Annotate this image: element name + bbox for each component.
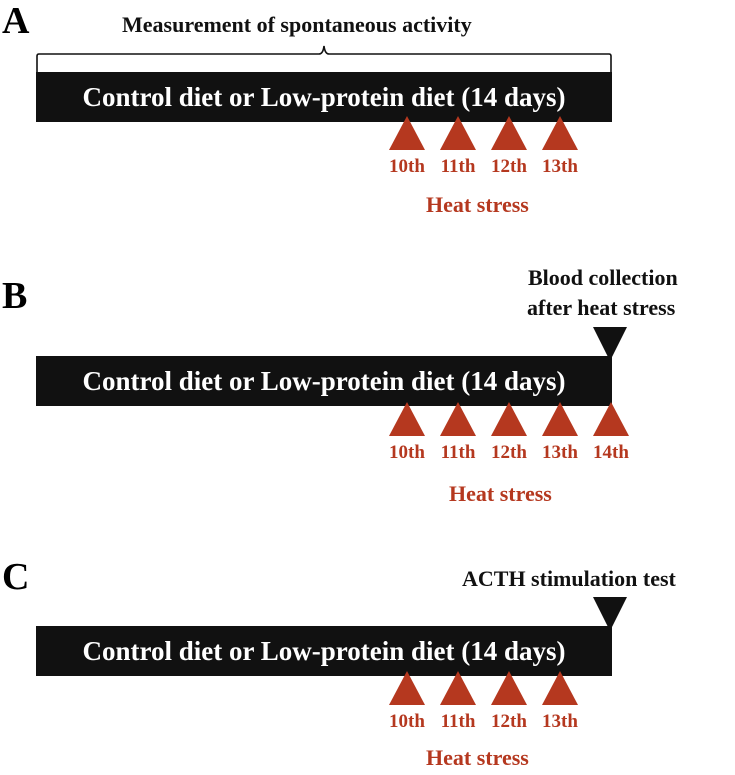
- day-label: 13th: [542, 711, 578, 732]
- diet-bar-b: Control diet or Low-protein diet (14 day…: [36, 356, 612, 406]
- acth-test-marker-icon: [593, 597, 627, 631]
- heat-stress-triangle-icon: [389, 116, 425, 150]
- heat-stress-triangle-icon: [542, 116, 578, 150]
- heat-stress-triangle-icon: [491, 671, 527, 705]
- heat-stress-triangle-icon: [389, 402, 425, 436]
- heat-stress-label: Heat stress: [449, 481, 552, 506]
- heat-stress-triangle-icon: [440, 116, 476, 150]
- heat-stress-triangle-icon: [491, 402, 527, 436]
- day-label: 11th: [440, 156, 476, 177]
- heat-stress-triangle-icon: [593, 402, 629, 436]
- day-label: 12th: [491, 711, 527, 732]
- heat-stress-triangle-icon: [389, 671, 425, 705]
- day-label: 10th: [389, 442, 425, 463]
- heat-stress-label: Heat stress: [426, 745, 529, 770]
- heat-stress-triangle-icon: [542, 671, 578, 705]
- heat-stress-label: Heat stress: [426, 192, 529, 217]
- activity-measurement-label: Measurement of spontaneous activity: [122, 12, 472, 37]
- diet-bar-c: Control diet or Low-protein diet (14 day…: [36, 626, 612, 676]
- day-label: 11th: [440, 711, 476, 732]
- heat-stress-triangle-icon: [542, 402, 578, 436]
- panel-letter-a: A: [2, 0, 30, 42]
- day-label: 12th: [491, 442, 527, 463]
- heat-stress-triangle-icon: [491, 116, 527, 150]
- measurement-brace: [36, 45, 612, 72]
- panel-letter-c: C: [2, 556, 30, 598]
- day-label: 10th: [389, 156, 425, 177]
- heat-stress-triangle-icon: [440, 671, 476, 705]
- day-label: 13th: [542, 442, 578, 463]
- day-label: 11th: [440, 442, 476, 463]
- day-label: 13th: [542, 156, 578, 177]
- blood-collection-line1: Blood collection: [528, 265, 678, 290]
- blood-collection-line2: after heat stress: [527, 295, 676, 320]
- day-label: 14th: [593, 442, 629, 463]
- panel-letter-b: B: [2, 275, 28, 317]
- blood-collection-marker-icon: [593, 327, 627, 361]
- day-label: 12th: [491, 156, 527, 177]
- diet-bar-a: Control diet or Low-protein diet (14 day…: [36, 72, 612, 122]
- day-label: 10th: [389, 711, 425, 732]
- heat-stress-triangle-icon: [440, 402, 476, 436]
- acth-test-label: ACTH stimulation test: [462, 566, 676, 591]
